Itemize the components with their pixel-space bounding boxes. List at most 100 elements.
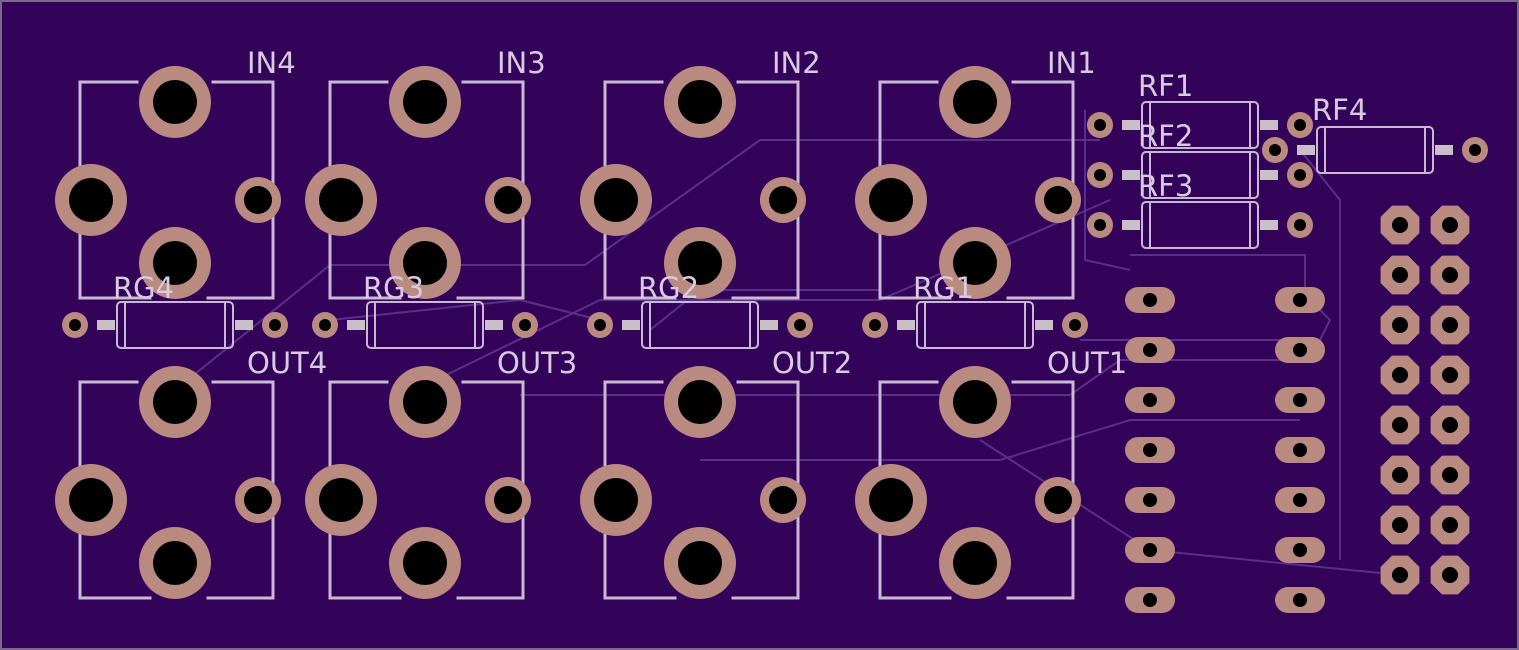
pad-drill xyxy=(869,178,913,222)
jack-pin-ring xyxy=(664,527,736,599)
pad-drill xyxy=(1094,169,1106,181)
header-pin xyxy=(1430,355,1470,395)
jack-pin-switch xyxy=(760,477,806,523)
jack-in3: IN3 xyxy=(305,46,546,300)
resistor-body xyxy=(1141,151,1259,199)
jack-in4: IN4 xyxy=(55,46,296,300)
header-pin xyxy=(1430,305,1470,345)
header-pin xyxy=(1380,505,1420,545)
header-pin xyxy=(1380,355,1420,395)
pin-drill xyxy=(1143,493,1157,507)
resistor-pad xyxy=(1087,112,1113,138)
pin-drill xyxy=(1442,567,1458,583)
ic-pin xyxy=(1125,537,1175,563)
jack-pin-sleeve xyxy=(305,164,377,236)
trace xyxy=(1130,254,1306,300)
lead xyxy=(1260,170,1278,180)
pin-drill xyxy=(1442,417,1458,433)
ic-pin xyxy=(1275,337,1325,363)
pad-drill xyxy=(153,380,197,424)
lead xyxy=(760,320,778,330)
pad-drill xyxy=(244,186,272,214)
jack-pin-switch xyxy=(485,477,531,523)
ic-pin xyxy=(1125,387,1175,413)
resistor-rg4-label: RG4 xyxy=(113,271,174,305)
lead xyxy=(1122,120,1140,130)
lead xyxy=(1260,120,1278,130)
pad-drill xyxy=(769,486,797,514)
pad-drill xyxy=(519,319,531,331)
jack-pin-ring xyxy=(939,527,1011,599)
pad-drill xyxy=(269,319,281,331)
ic-pin xyxy=(1275,587,1325,613)
pin-drill xyxy=(1442,517,1458,533)
trace xyxy=(520,359,1320,396)
pin-drill xyxy=(1293,493,1307,507)
pin-drill xyxy=(1143,343,1157,357)
resistor-pad xyxy=(587,312,613,338)
pad-drill xyxy=(769,186,797,214)
pin-drill xyxy=(1143,543,1157,557)
resistor-body xyxy=(366,301,484,349)
pad-drill xyxy=(1044,186,1072,214)
jack-pin-ring xyxy=(389,527,461,599)
ic-pin xyxy=(1125,587,1175,613)
ic-pin xyxy=(1125,437,1175,463)
jack-pin-sleeve xyxy=(855,164,927,236)
jack-pin-tip xyxy=(939,66,1011,138)
pad-drill xyxy=(594,478,638,522)
jack-in3-label: IN3 xyxy=(497,46,546,80)
jack-pin-ring xyxy=(139,227,211,299)
pin-drill xyxy=(1293,343,1307,357)
jack-out2: OUT2 xyxy=(580,346,852,600)
header-pin xyxy=(1430,205,1470,245)
jack-pin-sleeve xyxy=(305,464,377,536)
resistor-pad xyxy=(512,312,538,338)
trace xyxy=(329,298,601,321)
jack-pin-ring xyxy=(139,527,211,599)
header-pin xyxy=(1380,455,1420,495)
jack-pin-tip xyxy=(389,66,461,138)
resistor-pad xyxy=(312,312,338,338)
resistor-body xyxy=(916,301,1034,349)
pad-drill xyxy=(869,478,913,522)
resistor-rg3-label: RG3 xyxy=(363,271,424,305)
lead xyxy=(897,320,915,330)
resistor-body xyxy=(1141,101,1259,149)
jack-pin-sleeve xyxy=(55,464,127,536)
ic-pin xyxy=(1125,337,1175,363)
pad-drill xyxy=(1069,319,1081,331)
pin-drill xyxy=(1143,443,1157,457)
pin-drill xyxy=(1442,217,1458,233)
pad-drill xyxy=(678,541,722,585)
jack-pin-switch xyxy=(485,177,531,223)
jack-out4: OUT4 xyxy=(55,346,327,600)
jack-in4-label: IN4 xyxy=(247,46,296,80)
jack-pin-sleeve xyxy=(855,464,927,536)
pad-drill xyxy=(403,241,447,285)
ic-socket xyxy=(1125,287,1325,613)
pin-drill xyxy=(1293,593,1307,607)
ic-pin xyxy=(1275,487,1325,513)
pin-drill xyxy=(1442,367,1458,383)
resistor-body xyxy=(641,301,759,349)
resistor-rf3: RF3 xyxy=(1087,169,1313,249)
header-pin xyxy=(1380,205,1420,245)
resistor-rg1-label: RG1 xyxy=(913,271,974,305)
jack-pin-tip xyxy=(389,366,461,438)
pad-drill xyxy=(869,319,881,331)
resistor-pad xyxy=(1287,112,1313,138)
resistor-pad xyxy=(1287,212,1313,238)
lead xyxy=(485,320,503,330)
pin-drill xyxy=(1392,467,1408,483)
jack-out2-label: OUT2 xyxy=(772,346,852,380)
resistor-pad xyxy=(1262,137,1288,163)
jack-pin-ring xyxy=(939,227,1011,299)
resistor-pad xyxy=(862,312,888,338)
pin-drill xyxy=(1392,367,1408,383)
jack-pin-switch xyxy=(1035,177,1081,223)
pad-drill xyxy=(494,186,522,214)
jack-pin-tip xyxy=(664,66,736,138)
